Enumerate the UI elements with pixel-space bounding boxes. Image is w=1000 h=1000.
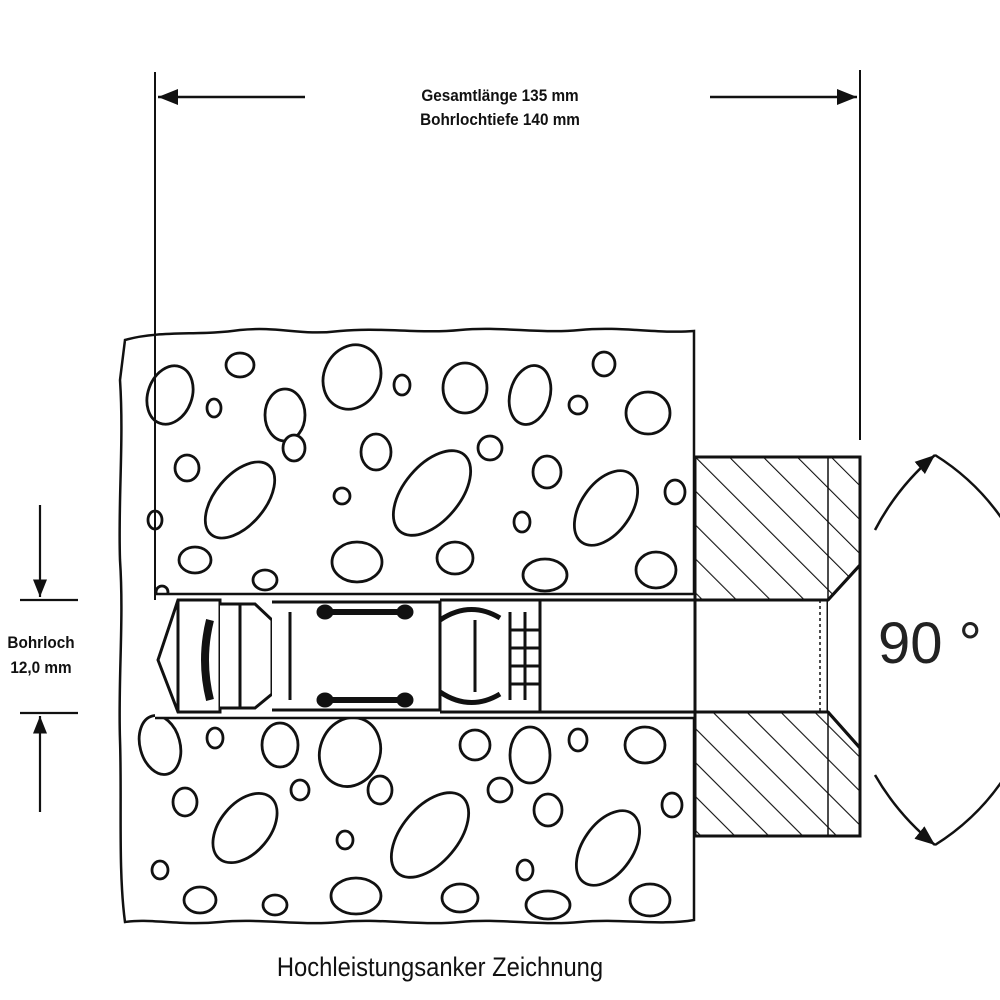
aggregate-stones xyxy=(137,343,687,921)
hole-depth-label: Bohrlochtiefe 140 mm xyxy=(420,110,580,129)
drawing-caption: Hochleistungsanker Zeichnung xyxy=(276,952,604,982)
angle-arc xyxy=(873,453,1000,847)
fixture-plate xyxy=(693,455,862,838)
bore-dimension xyxy=(20,505,78,812)
bore-diameter-label: 12,0 mm xyxy=(10,658,72,677)
total-length-label: Gesamtlänge 135 mm xyxy=(421,86,579,105)
length-dimension xyxy=(154,70,861,600)
bore-label: Bohrloch xyxy=(7,633,75,652)
angle-label: 90 ° xyxy=(878,611,982,676)
